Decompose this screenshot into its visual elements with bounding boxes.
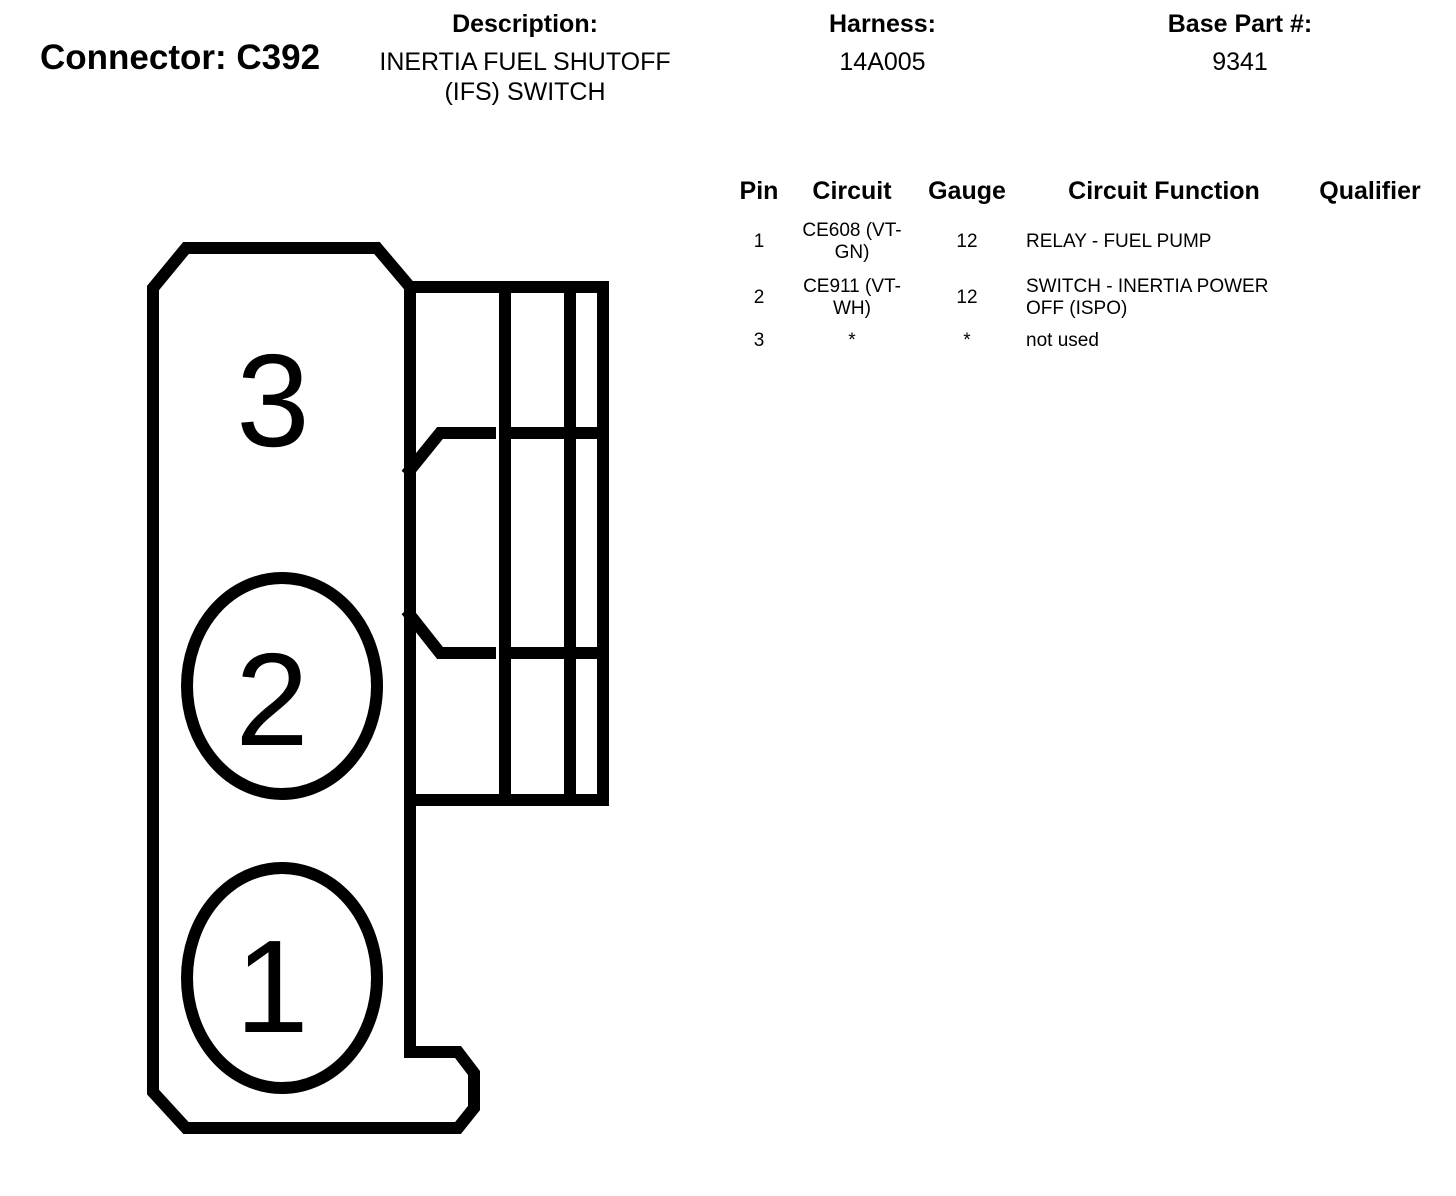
description-line-1: INERTIA FUEL SHUTOFF xyxy=(379,48,671,76)
cell-function-line: SWITCH - INERTIA POWER xyxy=(1026,276,1269,297)
header-pin: Pin xyxy=(739,177,779,205)
cell-circuit: CE608 (VT- GN) xyxy=(790,216,914,272)
harness-label: Harness: xyxy=(829,10,936,38)
pin-1-label: 1 xyxy=(235,913,308,1060)
header-circuit: Circuit xyxy=(812,177,892,205)
header-gauge: Gauge xyxy=(928,177,1006,205)
cell-circuit-function: RELAY - FUEL PUMP xyxy=(1020,216,1308,272)
cell-function-line: OFF (ISPO) xyxy=(1026,298,1128,319)
cell-gauge: * xyxy=(963,330,971,351)
description-line-2: (IFS) SWITCH xyxy=(444,78,606,106)
latch-tab-upper xyxy=(401,427,496,479)
latch-tab-lower xyxy=(401,606,496,659)
cell-circuit-line: * xyxy=(848,330,856,351)
header-qualifier: Qualifier xyxy=(1319,177,1421,205)
pin-table-header: Pin Circuit Gauge Circuit Function Quali… xyxy=(728,177,1432,216)
cell-circuit: * xyxy=(790,328,914,358)
pin-3-label: 3 xyxy=(236,327,309,474)
cell-gauge: 12 xyxy=(956,287,978,308)
cell-circuit-line: CE608 (VT- xyxy=(802,220,902,241)
cell-function-line: RELAY - FUEL PUMP xyxy=(1026,231,1212,252)
header-circuit-function: Circuit Function xyxy=(1068,177,1260,205)
cell-circuit-line: WH) xyxy=(833,298,871,319)
description-label: Description: xyxy=(452,10,598,38)
cell-circuit-function: SWITCH - INERTIA POWER OFF (ISPO) xyxy=(1020,272,1308,328)
cell-gauge: 12 xyxy=(956,231,978,252)
base-part-value: 9341 xyxy=(1212,48,1268,76)
cell-circuit-line: CE911 (VT- xyxy=(803,276,901,297)
table-row: 1 CE608 (VT- GN) 12 RELAY - FUEL PUMP xyxy=(728,216,1432,272)
harness-block: Harness: 14A005 xyxy=(770,10,995,77)
cell-qualifier xyxy=(1308,328,1432,358)
cell-pin: 3 xyxy=(753,330,765,351)
cell-circuit-line: GN) xyxy=(834,242,870,263)
pin-2-label: 2 xyxy=(235,626,308,773)
pin-2-cavity xyxy=(181,572,383,800)
cell-circuit: CE911 (VT- WH) xyxy=(790,272,914,328)
cell-function-line: not used xyxy=(1026,330,1099,351)
table-row: 3 * * not used xyxy=(728,328,1432,358)
cell-pin: 2 xyxy=(753,287,765,308)
cell-qualifier xyxy=(1308,272,1432,328)
cell-circuit-function: not used xyxy=(1020,328,1308,358)
base-part-label: Base Part #: xyxy=(1167,10,1313,38)
connector-title: Connector: C392 xyxy=(40,38,321,77)
cell-pin: 1 xyxy=(753,231,765,252)
pin-1-cavity xyxy=(181,862,383,1094)
pin-table: Pin Circuit Gauge Circuit Function Quali… xyxy=(728,177,1432,358)
connector-body-outline xyxy=(147,242,480,1134)
description-block: Description: INERTIA FUEL SHUTOFF (IFS) … xyxy=(355,10,695,107)
table-row: 2 CE911 (VT- WH) 12 SWITCH - INERTIA POW… xyxy=(728,272,1432,328)
base-part-block: Base Part #: 9341 xyxy=(1120,10,1360,77)
cell-qualifier xyxy=(1308,216,1432,272)
harness-value: 14A005 xyxy=(839,48,926,76)
